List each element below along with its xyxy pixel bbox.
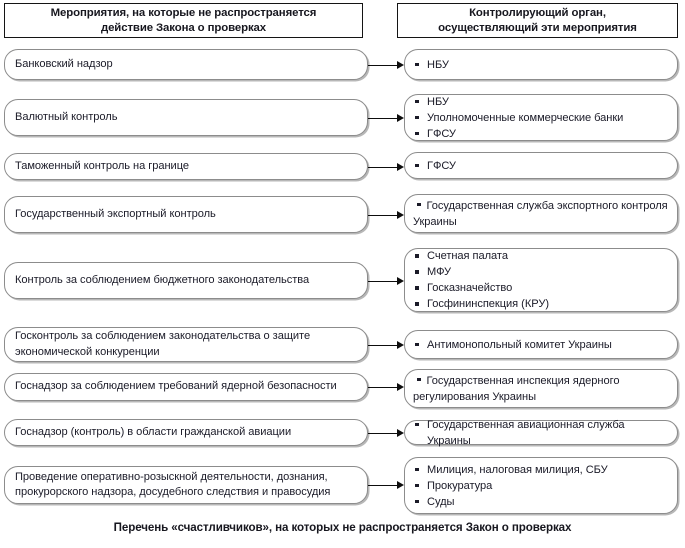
header-right-line-1: Контролирующий орган, — [469, 6, 606, 19]
authority-box: Государственная инспекция ядерного регул… — [404, 369, 678, 408]
connector-arrow-icon — [368, 383, 404, 392]
bullet-square-icon — [417, 202, 421, 206]
activity-box: Госнадзор за соблюдением требований ядер… — [4, 373, 368, 401]
activity-text-line: Валютный контроль — [15, 110, 118, 123]
authority-list: Государственная авиационная служба Украи… — [413, 417, 669, 449]
header-right-line-2: осуществляющий эти мероприятия — [438, 21, 637, 34]
authority-list-item: Государственная инспекция ядерного регул… — [413, 373, 669, 405]
activity-text-line: Государственный экспортный контроль — [15, 207, 216, 220]
header-left-column: Мероприятия, на которые не распространяе… — [4, 3, 363, 38]
activity-box: Проведение оперативно-розыскной деятельн… — [4, 466, 368, 504]
authority-box: НБУ — [404, 49, 678, 80]
authority-list-item: Уполномоченные коммерческие банки — [413, 110, 669, 126]
authority-list-item: Прокуратура — [413, 478, 669, 494]
activity-box: Банковский надзор — [4, 49, 368, 80]
authority-list-item: НБУ — [413, 57, 669, 73]
activity-text-line: Таможенный контроль на границе — [15, 159, 189, 172]
authority-list-item: НБУ — [413, 94, 669, 110]
activity-box: Контроль за соблюдением бюджетного закон… — [4, 262, 368, 299]
activity-box: Госнадзор (контроль) в области гражданск… — [4, 419, 368, 446]
activity-text-line: прокурорского надзора, досудебного следс… — [15, 486, 331, 498]
authority-list-item: Антимонопольный комитет Украины — [413, 337, 669, 353]
activity-text-line: Госнадзор (контроль) в области гражданск… — [15, 425, 292, 438]
authority-list-item: ГФСУ — [413, 158, 669, 174]
authority-list: Государственная инспекция ядерного регул… — [413, 373, 669, 405]
authority-label: Государственная служба экспортного контр… — [413, 199, 668, 228]
activity-box: Госконтроль за соблюдением законодательс… — [4, 327, 368, 362]
header-left-line-1: Мероприятия, на которые не распространяе… — [50, 6, 317, 19]
activity-box: Государственный экспортный контроль — [4, 196, 368, 233]
connector-arrow-icon — [368, 481, 404, 490]
authority-box: Государственная служба экспортного контр… — [404, 194, 678, 233]
activity-text-line: экономической конкуренции — [15, 345, 160, 358]
activity-text-line: Госконтроль за соблюдением законодательс… — [15, 330, 311, 342]
activity-box: Таможенный контроль на границе — [4, 153, 368, 180]
authority-list-item: МФУ — [413, 264, 669, 280]
authority-list-item: Счетная палата — [413, 248, 669, 264]
authority-list-item: Суды — [413, 494, 669, 510]
activity-box: Валютный контроль — [4, 99, 368, 136]
connector-arrow-icon — [368, 114, 404, 123]
connector-arrow-icon — [368, 211, 404, 220]
authority-box: Антимонопольный комитет Украины — [404, 330, 678, 359]
authority-list: НБУ — [413, 57, 669, 73]
activity-text-line: Контроль за соблюдением бюджетного закон… — [15, 273, 310, 286]
authority-box: Государственная авиационная служба Украи… — [404, 419, 678, 447]
authority-box: ГФСУ — [404, 152, 678, 179]
authority-list-item: Государственная служба экспортного контр… — [413, 198, 669, 230]
activity-text-line: Банковский надзор — [15, 57, 113, 70]
authority-list-item: Государственная авиационная служба Украи… — [413, 417, 669, 449]
header-right-column: Контролирующий орган, осуществляющий эти… — [397, 3, 678, 38]
authority-list: Антимонопольный комитет Украины — [413, 337, 669, 353]
authority-list: ГФСУ — [413, 158, 669, 174]
authority-list-item: Милиция, налоговая милиция, СБУ — [413, 462, 669, 478]
authority-list: Государственная служба экспортного контр… — [413, 198, 669, 230]
authority-label: Государственная инспекция ядерного регул… — [413, 374, 620, 403]
connector-arrow-icon — [368, 61, 404, 70]
authority-list-item: ГФСУ — [413, 126, 669, 142]
bullet-square-icon — [417, 377, 421, 381]
activity-text-line: Проведение оперативно-розыскной деятельн… — [15, 470, 328, 483]
header-left-line-2: действие Закона о проверках — [100, 21, 267, 34]
connector-arrow-icon — [368, 429, 404, 438]
authority-list-item: Госфининспекция (КРУ) — [413, 296, 669, 312]
connector-arrow-icon — [368, 277, 404, 286]
connector-arrow-icon — [368, 163, 404, 172]
activity-text-line: Госнадзор за соблюдением требований ядер… — [15, 380, 337, 393]
authority-list-item: Госказначейство — [413, 280, 669, 296]
diagram-caption: Перечень «счастливчиков», на которых не … — [113, 521, 572, 534]
connector-arrow-icon — [368, 341, 404, 350]
